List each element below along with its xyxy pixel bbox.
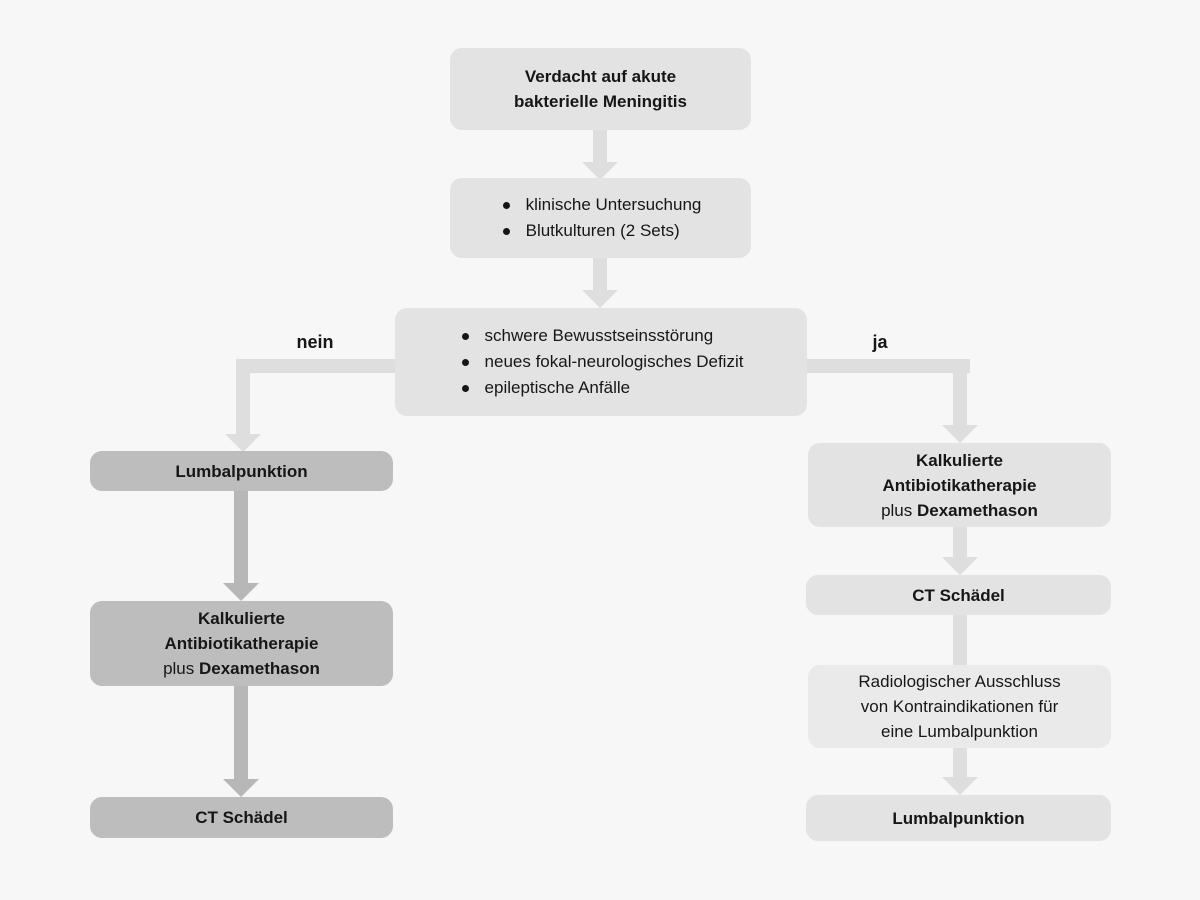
left-antibiotics-line3: plus Dexamethason bbox=[163, 659, 320, 678]
arrow-workup-to-decision-head bbox=[582, 290, 618, 308]
decision-node: schwere Bewusstseinsstörung neues fokal-… bbox=[395, 308, 807, 416]
connector-decision-left-horizontal bbox=[236, 359, 395, 373]
left-antibiotics-line2: Antibiotikatherapie bbox=[164, 634, 319, 653]
arrow-right-abx-to-ct-shaft bbox=[953, 527, 967, 557]
branch-label-nein: nein bbox=[296, 332, 334, 352]
left-lumbar-puncture-label: Lumbalpunktion bbox=[175, 461, 308, 481]
arrow-start-to-workup-shaft bbox=[593, 130, 607, 162]
arrow-decision-to-left-lp-head bbox=[225, 434, 261, 452]
connector-decision-right-horizontal bbox=[806, 359, 970, 373]
right-antibiotics-line3: plus Dexamethason bbox=[881, 500, 1038, 520]
right-radiology-node: Radiologischer Ausschluss von Kontraindi… bbox=[808, 665, 1111, 748]
right-radiology-line2: von Kontraindikationen für bbox=[860, 697, 1059, 716]
connector-right-ct-to-radiology bbox=[953, 615, 967, 665]
decision-item: epileptische Anfälle bbox=[459, 375, 744, 401]
right-radiology-line1: Radiologischer Ausschluss bbox=[858, 672, 1061, 691]
arrow-left-abx-to-ct-shaft bbox=[234, 686, 248, 779]
right-antibiotics-line2: Antibiotikatherapie bbox=[882, 475, 1037, 495]
start-node-line1: Verdacht auf akute bbox=[524, 67, 677, 86]
start-node-line2: bakterielle Meningitis bbox=[514, 92, 687, 111]
arrow-decision-to-left-lp-shaft bbox=[236, 359, 250, 434]
arrow-left-lp-to-abx-head bbox=[223, 583, 259, 601]
right-lumbar-puncture-node: Lumbalpunktion bbox=[806, 795, 1111, 841]
workup-item: Blutkulturen (2 Sets) bbox=[500, 218, 702, 244]
right-lumbar-puncture-label: Lumbalpunktion bbox=[892, 808, 1025, 828]
left-antibiotics-line1: Kalkulierte bbox=[198, 609, 285, 628]
decision-item: schwere Bewusstseinsstörung bbox=[459, 323, 744, 349]
right-ct-node: CT Schädel bbox=[806, 575, 1111, 615]
arrow-radiology-to-right-lp-shaft bbox=[953, 748, 967, 777]
right-ct-label: CT Schädel bbox=[912, 585, 1005, 605]
arrow-left-abx-to-ct-head bbox=[223, 779, 259, 797]
workup-node: klinische Untersuchung Blutkulturen (2 S… bbox=[450, 178, 751, 258]
left-ct-node: CT Schädel bbox=[90, 797, 393, 838]
arrow-right-abx-to-ct-head bbox=[942, 557, 978, 575]
arrow-start-to-workup-head bbox=[582, 162, 618, 180]
right-antibiotics-node: Kalkulierte Antibiotikatherapie plus Dex… bbox=[808, 443, 1111, 527]
right-radiology-line3: eine Lumbalpunktion bbox=[881, 722, 1038, 741]
arrow-radiology-to-right-lp-head bbox=[942, 777, 978, 795]
right-antibiotics-line1: Kalkulierte bbox=[916, 450, 1003, 470]
workup-item: klinische Untersuchung bbox=[500, 192, 701, 218]
branch-label-ja: ja bbox=[872, 332, 888, 352]
arrow-workup-to-decision-shaft bbox=[593, 258, 607, 290]
start-node: Verdacht auf akute bakterielle Meningiti… bbox=[450, 48, 751, 130]
arrow-left-lp-to-abx-shaft bbox=[234, 491, 248, 583]
arrow-decision-to-right-abx-head bbox=[942, 425, 978, 443]
arrow-decision-to-right-abx-shaft bbox=[953, 359, 967, 425]
left-antibiotics-node: Kalkulierte Antibiotikatherapie plus Dex… bbox=[90, 601, 393, 686]
left-ct-label: CT Schädel bbox=[195, 808, 288, 827]
left-lumbar-puncture-node: Lumbalpunktion bbox=[90, 451, 393, 491]
decision-item: neues fokal-neurologisches Defizit bbox=[459, 349, 743, 375]
